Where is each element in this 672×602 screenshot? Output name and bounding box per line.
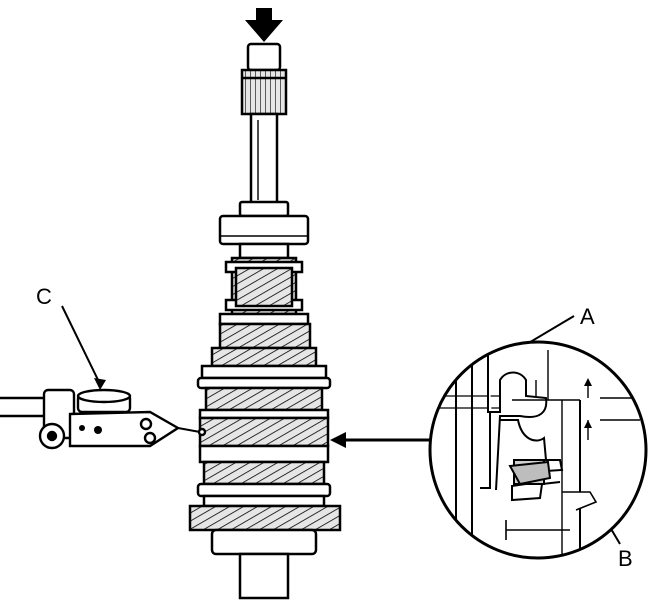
shaft-collar [238,200,290,218]
synchro-hub-upper [196,376,332,390]
shaft-body [249,112,279,208]
synchro-ring-upper [200,364,328,380]
label-a: A [580,304,595,329]
dial-indicator [0,388,207,450]
gear-four-hub [202,494,326,508]
gear-four [188,504,342,532]
leader-c [61,305,101,385]
clearance-arrows [584,378,640,440]
gear-two [204,386,324,412]
lower-tooth-profile [500,419,564,502]
gear-three [202,460,326,486]
mainshaft-assembly [188,42,342,600]
sleeve-gear [198,416,330,448]
gear-one [218,322,312,350]
label-c: C [36,284,52,309]
upper-tooth-profile [487,350,548,491]
detail-magnifier [428,340,648,560]
synchro-hub-lower [196,482,332,498]
upper-bearing [218,214,310,246]
shaft-lower-end [238,552,290,600]
gear-one-hub [210,346,318,368]
downward-load-arrow [245,8,283,42]
shaft-tip [246,42,282,72]
bearing-neck [238,242,290,260]
synchro-ring-lower [198,444,330,464]
shaft-spline [240,68,288,116]
indicator-arm [68,410,181,448]
label-b: B [618,546,633,571]
lower-bearing [210,528,318,556]
spacer-collar [218,312,310,326]
